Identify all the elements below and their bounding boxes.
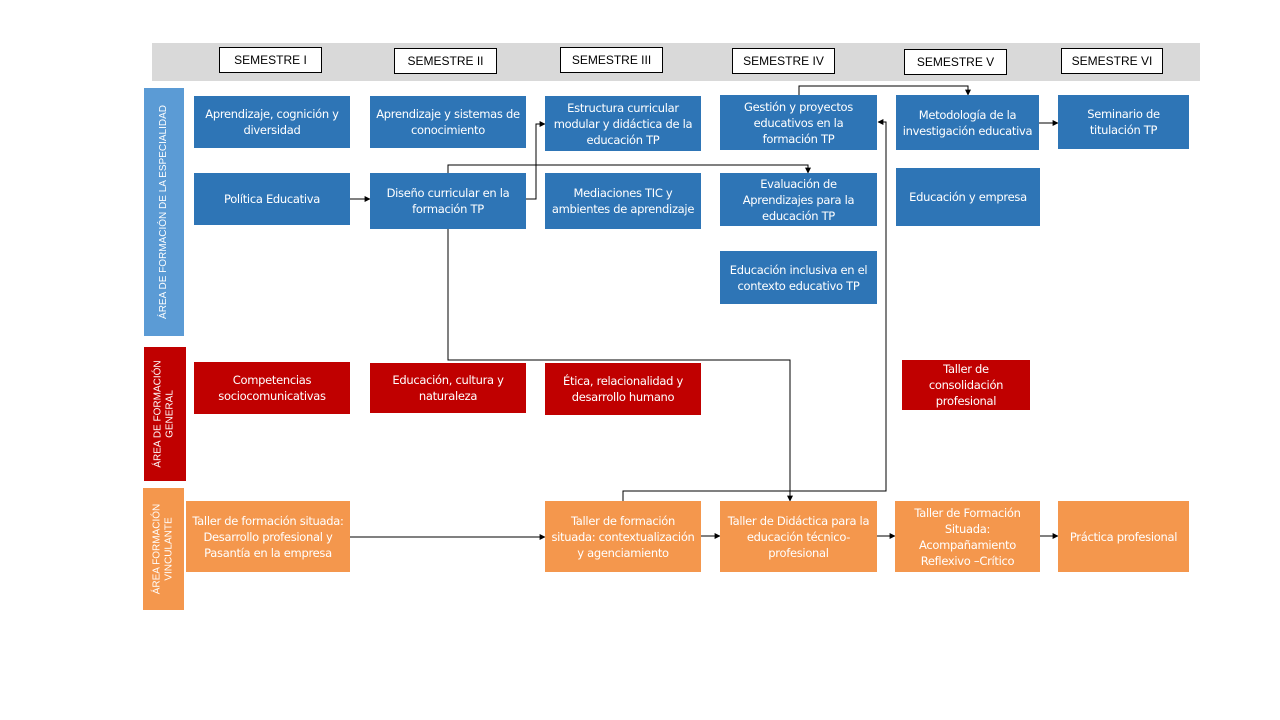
course-taller-consolidacion: Taller de consolidación profesional [902,360,1030,410]
course-competencias-socio: Competencias sociocomunicativas [194,362,350,414]
course-taller-acompanamiento: Taller de Formación Situada: Acompañamie… [895,501,1040,572]
course-seminario-titulacion: Seminario de titulación TP [1058,95,1189,149]
course-educacion-empresa: Educación y empresa [896,168,1040,226]
semester-3-label: SEMESTRE III [560,47,663,73]
area-especialidad-label: ÁREA DE FORMACIÓN DE LA ESPECIALIDAD [144,88,184,336]
course-taller-didactica: Taller de Didáctica para la educación té… [720,501,877,572]
semester-6-label: SEMESTRE VI [1061,48,1163,74]
course-educacion-inclusiva: Educación inclusiva en el contexto educa… [720,251,877,304]
course-politica-educativa: Política Educativa [194,173,350,225]
course-gestion-proyectos: Gestión y proyectos educativos en la for… [720,95,877,150]
arrow-gestion-to-metodologia [798,85,971,96]
course-taller-desarrollo: Taller de formación situada: Desarrollo … [186,501,350,572]
course-metodologia-investigacion: Metodología de la investigación educativ… [896,95,1039,150]
arrow-diseno-to-estructura [526,121,546,200]
course-aprendizaje-sistemas: Aprendizaje y sistemas de conocimiento [370,96,526,148]
course-mediaciones-tic: Mediaciones TIC y ambientes de aprendiza… [545,173,701,229]
semester-2-label: SEMESTRE II [394,48,497,74]
semester-5-label: SEMESTRE V [904,49,1007,75]
course-diseno-curricular: Diseño curricular en la formación TP [370,173,526,229]
course-educacion-cultura: Educación, cultura y naturaleza [370,363,526,413]
course-evaluacion-aprendizajes: Evaluación de Aprendizajes para la educa… [720,173,877,226]
course-taller-contextualizacion: Taller de formación situada: contextuali… [545,501,701,572]
semester-4-label: SEMESTRE IV [732,48,835,74]
arrow-diseno-to-evaluacion [447,164,811,174]
course-estructura-curricular: Estructura curricular modular y didáctic… [545,96,701,151]
course-etica: Ética, relacionalidad y desarrollo human… [545,363,701,415]
course-aprendizaje-cognicion: Aprendizaje, cognición y diversidad [194,96,350,148]
semester-1-label: SEMESTRE I [219,47,322,73]
semester-header-band [152,43,1200,81]
course-practica-profesional: Práctica profesional [1058,501,1189,572]
